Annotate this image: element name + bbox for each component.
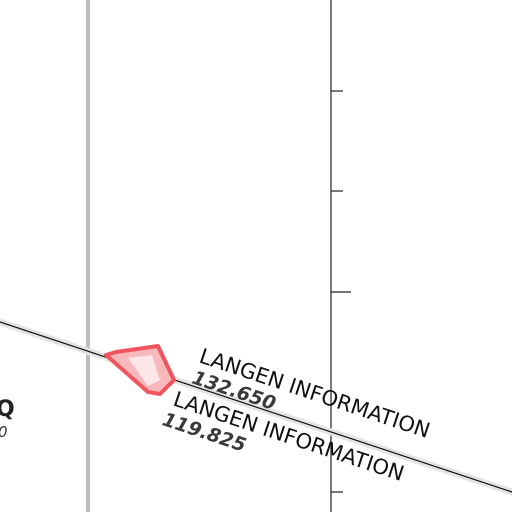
airspace-boundary-line[interactable]: [0, 321, 512, 493]
edge-label-text: Q: [0, 397, 15, 422]
edge-label-sub: 0: [0, 423, 8, 441]
restricted-area-inner: [128, 355, 160, 386]
restricted-area[interactable]: [104, 344, 176, 396]
edge-label: Q 0: [0, 397, 15, 441]
scale-axis: [330, 0, 351, 512]
